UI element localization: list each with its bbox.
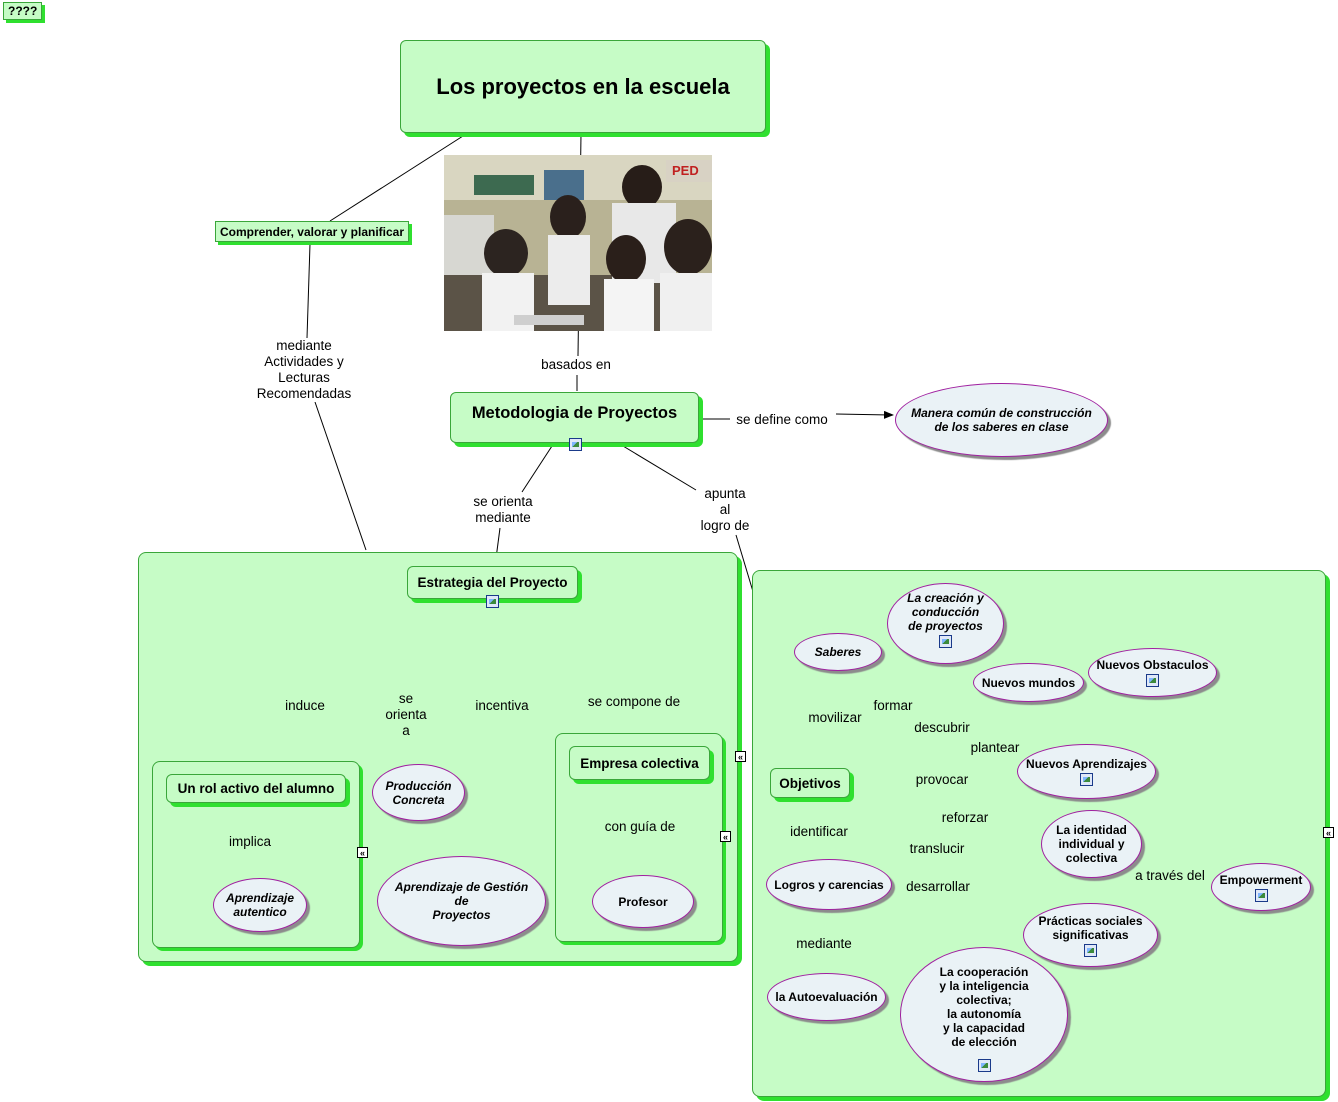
node-empowerment[interactable]: Empowerment bbox=[1211, 863, 1311, 911]
node-produccion[interactable]: Producción Concreta bbox=[372, 764, 465, 821]
node-aprendizaje-autentico-label: Aprendizaje autentico bbox=[225, 891, 294, 919]
node-nuevos-aprendizajes-label: Nuevos Aprendizajes bbox=[1026, 757, 1147, 771]
node-saberes[interactable]: Saberes bbox=[794, 633, 882, 671]
node-logros[interactable]: Logros y carencias bbox=[766, 859, 892, 910]
node-cooperacion-label: La cooperación y la inteligencia colecti… bbox=[939, 965, 1029, 1049]
collapse-icon[interactable]: « bbox=[720, 831, 731, 842]
link-label-implica: implica bbox=[228, 834, 272, 850]
resource-icon[interactable] bbox=[486, 595, 499, 608]
node-profesor[interactable]: Profesor bbox=[592, 875, 694, 928]
link-label-se-orienta-a: se orienta a bbox=[385, 691, 427, 739]
node-rol[interactable]: Un rol activo del alumno bbox=[166, 774, 346, 803]
resource-icon[interactable] bbox=[1254, 888, 1268, 902]
node-metodologia[interactable]: Metodologia de Proyectos bbox=[450, 392, 699, 451]
link-label-reforzar: reforzar bbox=[941, 810, 989, 826]
node-nuevos-mundos-label: Nuevos mundos bbox=[981, 675, 1076, 690]
resource-icon[interactable] bbox=[1084, 943, 1097, 957]
link-label-identificar: identificar bbox=[790, 824, 848, 840]
node-autoevaluacion[interactable]: la Autoevaluación bbox=[767, 973, 886, 1021]
node-manera-label: Manera común de construcción de los sabe… bbox=[911, 406, 1092, 434]
link-label-mediante-actividades: mediante Actividades y Lecturas Recomend… bbox=[256, 338, 352, 402]
link-label-se-compone-de: se compone de bbox=[587, 694, 681, 710]
node-nuevos-aprendizajes[interactable]: Nuevos Aprendizajes bbox=[1017, 744, 1156, 799]
resource-icon[interactable] bbox=[569, 438, 582, 451]
collapse-icon[interactable]: « bbox=[735, 751, 746, 762]
node-manera[interactable]: Manera común de construcción de los sabe… bbox=[895, 383, 1108, 457]
node-nuevos-obstaculos-label: Nuevos Obstaculos bbox=[1096, 658, 1209, 672]
link-label-apunta: apunta al logro de bbox=[700, 486, 750, 534]
resource-icon[interactable] bbox=[977, 1059, 991, 1072]
resource-icon[interactable] bbox=[1146, 674, 1159, 687]
link-label-translucir: translucir bbox=[909, 841, 965, 857]
link-label-desarrollar: desarrollar bbox=[906, 879, 970, 895]
node-comprender[interactable]: Comprender, valorar y planificar bbox=[215, 221, 409, 242]
node-cooperacion[interactable]: La cooperación y la inteligencia colecti… bbox=[900, 947, 1068, 1082]
link-label-se-define-como: se define como bbox=[736, 412, 828, 428]
page-title-text: Los proyectos en la escuela bbox=[436, 73, 730, 99]
link-label-descubrir: descubrir bbox=[914, 720, 970, 736]
node-gestion[interactable]: Aprendizaje de Gestión de Proyectos bbox=[377, 856, 546, 946]
node-empresa[interactable]: Empresa colectiva bbox=[569, 746, 710, 780]
node-gestion-label: Aprendizaje de Gestión de Proyectos bbox=[394, 880, 529, 922]
node-estrategia-label: Estrategia del Proyecto bbox=[417, 575, 568, 590]
link-label-induce: induce bbox=[285, 698, 325, 714]
link-label-plantear: plantear bbox=[970, 740, 1020, 756]
collapse-icon[interactable]: « bbox=[357, 847, 368, 858]
node-creacion-label: La creación y conducción de proyectos bbox=[907, 591, 984, 633]
node-autoevaluacion-label: la Autoevaluación bbox=[775, 990, 878, 1004]
node-nuevos-mundos[interactable]: Nuevos mundos bbox=[973, 663, 1084, 702]
node-creacion[interactable]: La creación y conducción de proyectos bbox=[887, 583, 1004, 664]
node-rol-label: Un rol activo del alumno bbox=[177, 781, 335, 796]
node-nuevos-obstaculos[interactable]: Nuevos Obstaculos bbox=[1088, 648, 1217, 697]
node-objetivos-label: Objetivos bbox=[779, 775, 841, 791]
link-label-se-orienta-mediante: se orienta mediante bbox=[473, 494, 533, 526]
node-metodologia-label: Metodologia de Proyectos bbox=[471, 404, 678, 422]
node-practicas[interactable]: Prácticas sociales significativas bbox=[1023, 903, 1158, 967]
link-label-mediante: mediante bbox=[796, 936, 852, 952]
node-logros-label: Logros y carencias bbox=[774, 877, 884, 892]
node-practicas-label: Prácticas sociales significativas bbox=[1038, 913, 1143, 942]
node-empowerment-label: Empowerment bbox=[1219, 872, 1303, 887]
node-identidad-label: La identidad individual y colectiva bbox=[1056, 823, 1127, 865]
node-produccion-label: Producción Concreta bbox=[385, 778, 452, 807]
node-aprendizaje-autentico[interactable]: Aprendizaje autentico bbox=[213, 878, 307, 932]
collapse-icon[interactable]: « bbox=[1323, 827, 1334, 838]
link-label-provocar: provocar bbox=[915, 772, 969, 788]
resource-icon[interactable] bbox=[1080, 773, 1093, 786]
node-comprender-label: Comprender, valorar y planificar bbox=[219, 224, 405, 239]
link-label-movilizar: movilizar bbox=[808, 710, 862, 726]
node-saberes-label: Saberes bbox=[814, 645, 862, 659]
page-title[interactable]: Los proyectos en la escuela bbox=[400, 40, 766, 133]
link-label-a-traves-del: a través del bbox=[1135, 868, 1205, 884]
resource-icon[interactable] bbox=[939, 635, 952, 648]
svg-text:PED: PED bbox=[672, 163, 699, 178]
node-estrategia[interactable]: Estrategia del Proyecto bbox=[407, 566, 578, 608]
link-label-con-guia-de: con guía de bbox=[604, 819, 676, 835]
link-label-incentiva: incentiva bbox=[475, 698, 529, 714]
node-empresa-label: Empresa colectiva bbox=[580, 755, 699, 771]
link-label-basados-en: basados en bbox=[541, 357, 611, 373]
classroom-photo: PED bbox=[444, 155, 712, 331]
node-profesor-label: Profesor bbox=[618, 894, 668, 909]
node-objetivos[interactable]: Objetivos bbox=[770, 768, 850, 798]
node-identidad[interactable]: La identidad individual y colectiva bbox=[1041, 810, 1142, 878]
link-label-formar: formar bbox=[873, 698, 913, 714]
question-tag[interactable]: ???? bbox=[3, 2, 43, 20]
